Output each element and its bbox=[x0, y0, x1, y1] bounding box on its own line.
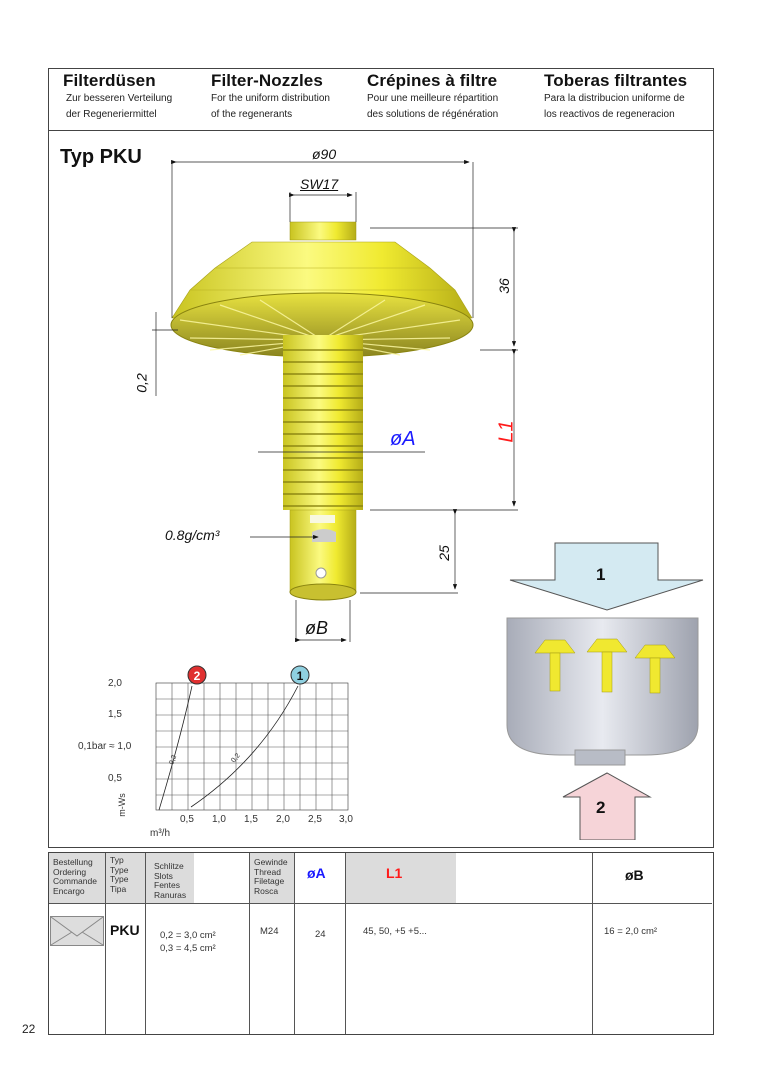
col-header-dia-a: øA bbox=[295, 853, 346, 903]
x-tick-1-5: 1,5 bbox=[244, 814, 258, 825]
pressure-chart: 2 1 0,2 0,2 bbox=[155, 665, 349, 811]
header-subtitle: der Regeneriermittel bbox=[66, 109, 157, 120]
dim-sw17: SW17 bbox=[300, 176, 339, 192]
header-subtitle: of the regenerants bbox=[211, 109, 293, 120]
header-subtitle: Zur besseren Verteilung bbox=[66, 93, 173, 104]
header-col-es: Toberas filtrantes Para la distribucion … bbox=[544, 71, 687, 123]
cell-l1: 45, 50, +5 +5... bbox=[346, 903, 593, 1034]
curve-1-marker: 1 bbox=[297, 669, 304, 683]
header-title: Crépines à filtre bbox=[367, 71, 498, 90]
header-title: Filter-Nozzles bbox=[211, 71, 323, 90]
y-tick-1-5: 1,5 bbox=[108, 709, 122, 720]
col-header-l1: L1 bbox=[346, 853, 593, 903]
svg-text:0,2: 0,2 bbox=[230, 752, 242, 764]
tank-flow-diagram bbox=[506, 542, 704, 840]
x-tick-0-5: 0,5 bbox=[180, 814, 194, 825]
dim-diameter-b: øB bbox=[305, 618, 329, 638]
dim-diameter-90: ø90 bbox=[312, 146, 337, 162]
x-tick-2-5: 2,5 bbox=[308, 814, 322, 825]
arrow-down-icon bbox=[509, 542, 704, 611]
page-number: 22 bbox=[22, 1022, 36, 1036]
arrow-down-label: 1 bbox=[596, 565, 606, 584]
col-header-dia-b: øB bbox=[625, 867, 644, 883]
cell-slots: 0,2 = 3,0 cm² 0,3 = 4,5 cm² bbox=[146, 903, 250, 1034]
cell-dia-a: 24 bbox=[295, 903, 346, 1034]
arrow-up-label: 2 bbox=[596, 798, 606, 817]
y-annotation: 0,1bar ≈ 1,0 bbox=[78, 741, 132, 752]
envelope-icon[interactable] bbox=[50, 916, 104, 946]
header-col-fr: Crépines à filtre Pour une meilleure rép… bbox=[367, 71, 498, 123]
y-tick-0-5: 0,5 bbox=[108, 773, 122, 784]
y-axis-label: m-Ws bbox=[116, 793, 127, 817]
arrow-up-icon bbox=[562, 772, 652, 840]
dim-length-25: 25 bbox=[435, 545, 452, 561]
type-label: Typ PKU bbox=[60, 146, 142, 168]
header-title: Toberas filtrantes bbox=[544, 71, 688, 90]
curve-2-marker: 2 bbox=[194, 669, 201, 683]
header-subtitle: For the uniform distribution bbox=[211, 93, 330, 104]
y-tick-2-0: 2,0 bbox=[108, 678, 122, 689]
x-axis-label: m³/h bbox=[150, 828, 170, 839]
header-subtitle: Para la distribucion uniforme de bbox=[544, 93, 685, 104]
dim-length-l1: L1 bbox=[495, 420, 518, 443]
cell-type: PKU bbox=[106, 903, 146, 1034]
header-strip: Filterdüsen Zur besseren Verteilung der … bbox=[48, 68, 714, 130]
x-tick-2-0: 2,0 bbox=[276, 814, 290, 825]
cell-thread: M24 bbox=[250, 903, 295, 1034]
cell-ordering[interactable] bbox=[49, 903, 106, 1034]
svg-text:0,2: 0,2 bbox=[168, 754, 178, 766]
dim-slot-0-2: 0,2 bbox=[133, 373, 150, 393]
header-col-de: Filterdüsen Zur besseren Verteilung der … bbox=[63, 71, 172, 123]
header-subtitle: des solutions de régénération bbox=[367, 109, 499, 120]
header-subtitle: Pour une meilleure répartition bbox=[367, 93, 499, 104]
x-tick-3-0: 3,0 bbox=[339, 814, 353, 825]
cell-dia-b: 16 = 2,0 cm² bbox=[593, 903, 712, 1034]
drawing-panel bbox=[48, 130, 714, 848]
dim-height-36: 36 bbox=[495, 278, 512, 294]
x-tick-1-0: 1,0 bbox=[212, 814, 226, 825]
header-title: Filterdüsen bbox=[63, 71, 156, 90]
dim-diameter-a: øA bbox=[390, 428, 416, 450]
header-subtitle: los reactivos de regeneracion bbox=[544, 109, 675, 120]
density-note: 0.8g/cm³ bbox=[165, 527, 220, 543]
header-col-en: Filter-Nozzles For the uniform distribut… bbox=[211, 71, 330, 123]
